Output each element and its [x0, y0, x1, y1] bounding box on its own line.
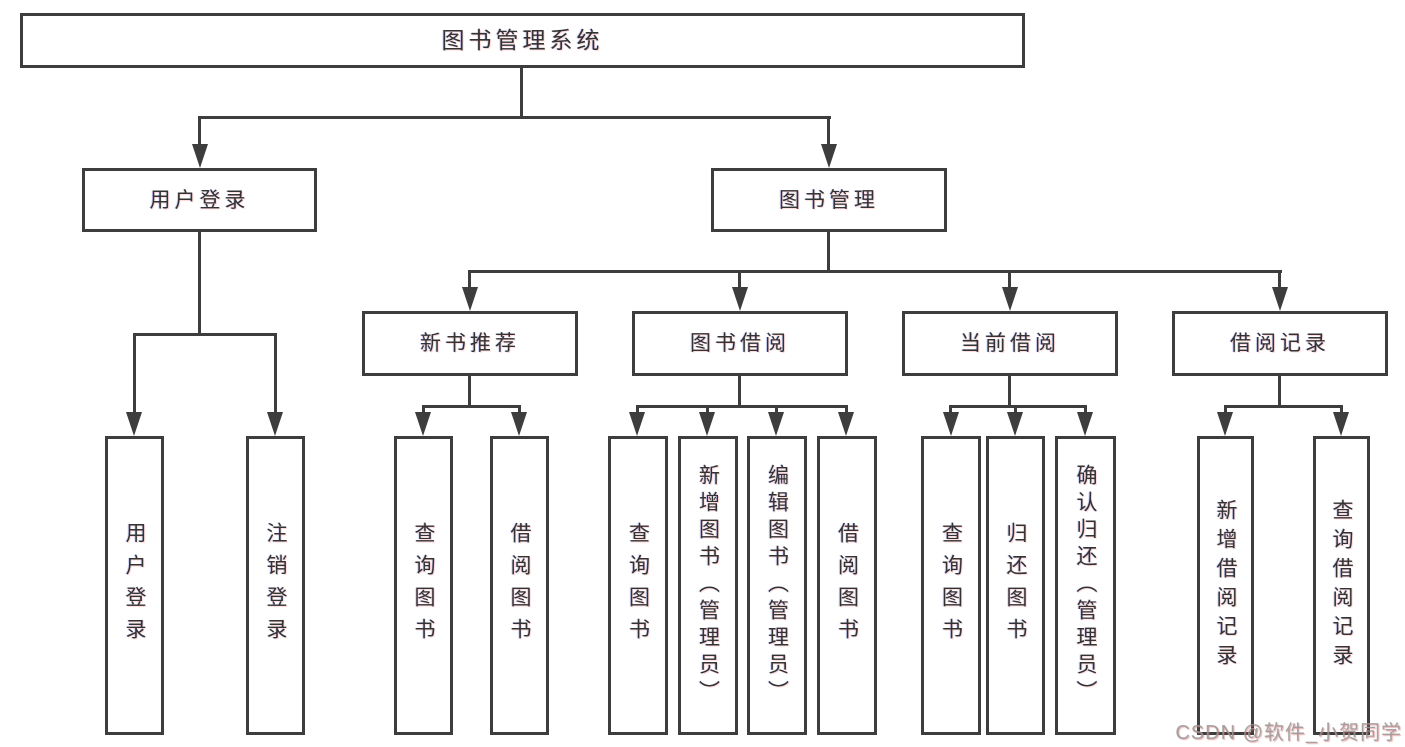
connector-line	[738, 374, 741, 407]
leaf-query-books-borrowing: 查询图书	[608, 436, 668, 735]
node-label: 查询借阅记录	[1330, 498, 1353, 673]
connector-line	[274, 333, 277, 414]
arrow-down-icon	[1007, 412, 1023, 436]
connector-line	[636, 405, 848, 408]
node-label: 编辑图书（管理员）	[765, 464, 789, 707]
node-current-borrowing: 当前借阅	[902, 311, 1118, 376]
leaf-confirm-return-admin: 确认归还（管理员）	[1055, 436, 1116, 735]
connector-line	[198, 230, 201, 335]
connector-line	[1008, 270, 1011, 289]
leaf-logout: 注销登录	[246, 436, 305, 735]
leaf-add-borrow-record: 新增借阅记录	[1197, 436, 1254, 735]
connector-line	[422, 405, 425, 415]
connector-line	[636, 405, 639, 415]
arrow-down-icon	[126, 412, 142, 436]
arrow-down-icon	[943, 412, 959, 436]
arrow-down-icon	[192, 144, 208, 168]
node-label: 图书借阅	[690, 332, 790, 355]
arrow-down-icon	[462, 287, 478, 311]
arrow-down-icon	[511, 412, 527, 436]
node-label: 图书管理	[779, 188, 879, 212]
node-label: 新增图书（管理员）	[696, 464, 720, 707]
arrow-down-icon	[732, 287, 748, 311]
arrow-down-icon	[415, 412, 431, 436]
arrow-down-icon	[1077, 412, 1093, 436]
node-label: 查询图书	[939, 521, 963, 650]
node-label: 新书推荐	[420, 332, 520, 355]
node-label: 注销登录	[264, 521, 287, 650]
arrow-down-icon	[821, 144, 837, 168]
leaf-add-book-admin: 新增图书（管理员）	[678, 436, 738, 735]
node-label: 用户登录	[149, 188, 250, 212]
connector-line	[468, 270, 471, 289]
connector-line	[706, 405, 709, 415]
connector-line	[133, 333, 277, 336]
leaf-query-books-current: 查询图书	[921, 436, 981, 735]
connector-line	[422, 405, 521, 408]
arrow-down-icon	[699, 412, 715, 436]
arrow-down-icon	[1333, 412, 1349, 436]
connector-line	[518, 405, 521, 415]
connector-line	[775, 405, 778, 415]
connector-line	[468, 374, 471, 407]
leaf-user-login: 用户登录	[105, 436, 164, 735]
node-label: 借阅图书	[508, 521, 531, 650]
connector-line	[1224, 405, 1343, 408]
node-label: 查询图书	[412, 521, 435, 650]
connector-line	[198, 116, 831, 119]
leaf-borrow-books: 借阅图书	[817, 436, 877, 735]
connector-line	[1008, 374, 1011, 407]
arrow-down-icon	[838, 412, 854, 436]
leaf-return-book: 归还图书	[986, 436, 1045, 735]
connector-line	[1014, 405, 1017, 415]
node-label: 确认归还（管理员）	[1074, 464, 1097, 707]
node-label: 图书管理系统	[441, 27, 604, 53]
node-label: 借阅记录	[1230, 332, 1330, 355]
csdn-watermark: CSDN @软件_小贺同学	[1175, 722, 1402, 744]
arrow-down-icon	[1272, 287, 1288, 311]
connector-line	[738, 270, 741, 289]
connector-line	[1278, 374, 1281, 407]
connector-line	[133, 333, 136, 414]
connector-line	[1084, 405, 1087, 415]
node-label: 用户登录	[123, 521, 146, 650]
connector-line	[468, 270, 1282, 273]
leaf-edit-book-admin: 编辑图书（管理员）	[747, 436, 807, 735]
node-user-login: 用户登录	[82, 168, 317, 232]
connector-line	[827, 116, 830, 146]
node-label: 查询图书	[626, 521, 650, 650]
arrow-down-icon	[629, 412, 645, 436]
node-label: 归还图书	[1004, 521, 1027, 650]
node-borrowing-records: 借阅记录	[1172, 311, 1388, 376]
arrow-down-icon	[267, 412, 283, 436]
node-label: 借阅图书	[835, 521, 859, 650]
connector-line	[949, 405, 1086, 408]
connector-line	[1224, 405, 1227, 415]
leaf-query-borrow-record: 查询借阅记录	[1313, 436, 1370, 735]
connector-line	[1278, 270, 1281, 289]
arrow-down-icon	[768, 412, 784, 436]
arrow-down-icon	[1002, 287, 1018, 311]
node-library-management-system: 图书管理系统	[20, 13, 1025, 68]
leaf-query-books-recommend: 查询图书	[394, 436, 453, 735]
node-book-borrowing: 图书借阅	[632, 311, 848, 376]
connector-line	[949, 405, 952, 415]
connector-line	[198, 116, 201, 146]
connector-line	[845, 405, 848, 415]
node-new-book-recommend: 新书推荐	[362, 311, 578, 376]
arrow-down-icon	[1217, 412, 1233, 436]
leaf-borrow-books-recommend: 借阅图书	[490, 436, 549, 735]
node-label: 当前借阅	[960, 332, 1060, 355]
connector-line	[827, 230, 830, 272]
connector-line	[1340, 405, 1343, 415]
node-book-management: 图书管理	[711, 168, 947, 232]
node-label: 新增借阅记录	[1214, 498, 1237, 673]
connector-line	[520, 67, 523, 118]
